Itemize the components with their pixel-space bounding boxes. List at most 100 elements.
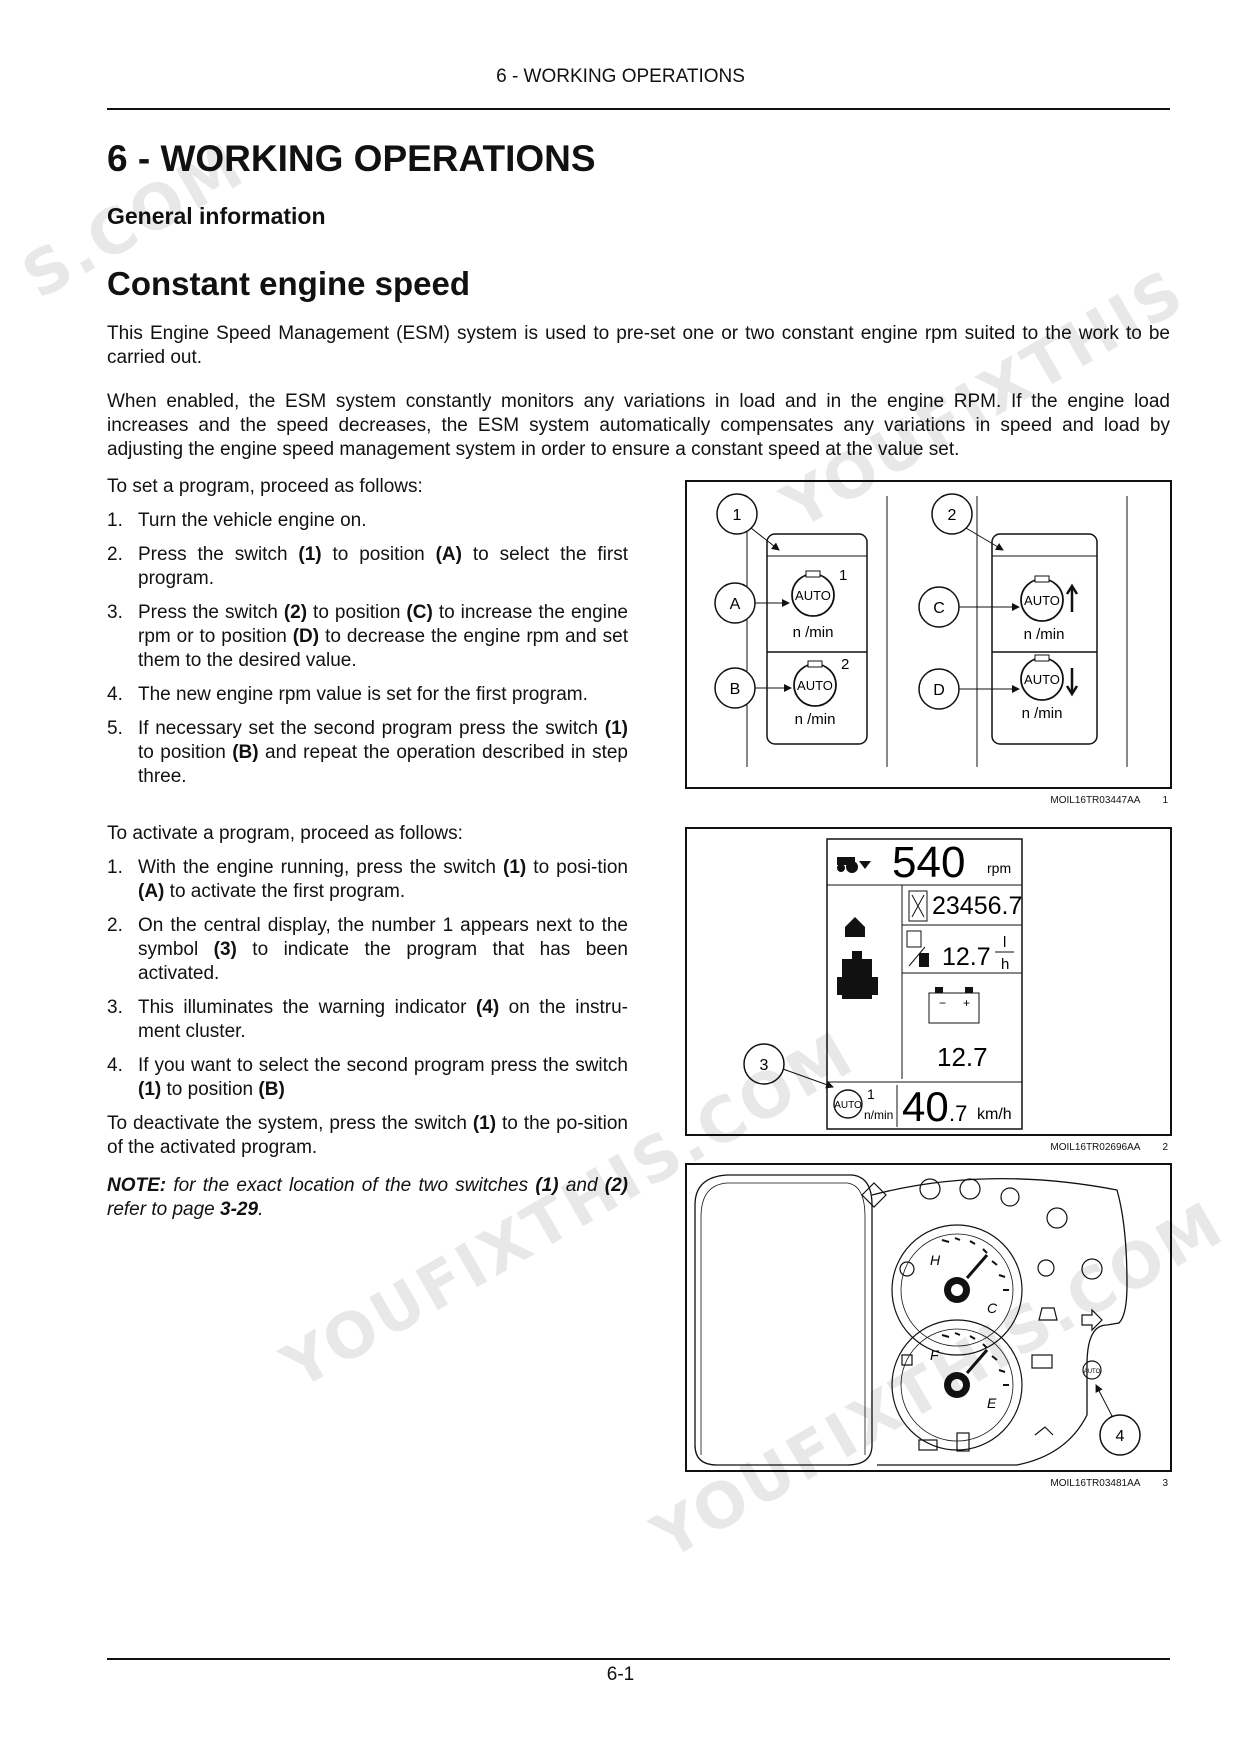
fuel-unit-top: l [1003,934,1006,951]
switch-diagram: AUTO n /min 1 AUTO n /min 2 AUTO n /min … [714,493,1128,767]
list-item-text: If necessary set the second program pres… [138,718,628,787]
svg-text:A: A [730,596,741,613]
list-item: 5. If necessary set the second program pr… [107,717,628,789]
pto-tractor-icon [837,857,871,873]
list-item-number: 1. [107,857,123,878]
svg-text:n /min: n /min [1024,626,1065,643]
list-item-text: The new engine rpm value is set for the … [138,684,588,705]
nmin-label: n /min [793,624,834,641]
fuel-empty-label: E [987,1395,997,1411]
auto-icon-b: AUTO [793,660,837,707]
list-item: 2. On the central display, the number 1 a… [107,914,628,986]
rpm-value: 540 [892,838,965,887]
svg-text:n /min: n /min [795,711,836,728]
svg-text:AUTO: AUTO [1024,593,1060,608]
battery-icon: −+ [928,987,980,1024]
svg-text:1: 1 [733,507,742,524]
temp-hot-label: H [930,1252,941,1268]
set-program-steps: 1. Turn the vehicle engine on. 2. Press the… [107,509,628,789]
battery-volts: 12.7 [937,1042,988,1072]
list-item: 1. Turn the vehicle engine on. [107,509,628,533]
instrument-cluster-diagram: H C F E AUTO 4 [694,1174,1141,1466]
list-item: 4.The new engine rpm value is set for th… [107,683,628,707]
callout-1: 1 [716,493,758,535]
auto-icon-c: AUTO [1020,575,1064,622]
svg-text:AUTO: AUTO [797,678,833,693]
list-item-text: Press the switch (1) to position (A) to … [138,544,629,589]
central-display-diagram: 540 rpm 23456.7 12.7 l h −+ 12.7 AUTO 1 … [743,838,1023,1130]
svg-text:B: B [730,681,741,698]
list-item-number: 3. [107,602,123,623]
speed-decimal: .7 [949,1101,967,1126]
svg-text:+: + [963,996,970,1010]
activate-program-block: To activate a program, proceed as follow… [107,822,628,1232]
callout-a: A [714,582,756,624]
svg-text:C: C [933,600,945,617]
list-item-text: Turn the vehicle engine on. [138,510,367,531]
list-item-text: Press the switch (2) to position (C) to … [138,602,628,671]
set-program-lead: To set a program, proceed as follows: [107,476,423,497]
note-paragraph: NOTE: for the exact location of the two … [107,1175,628,1220]
list-item-number: 2. [107,544,123,565]
esm-auto-indicator: AUTO [1082,1360,1102,1380]
temp-cold-label: C [987,1300,998,1316]
list-item-number: 1. [107,510,123,531]
fuel-icon [901,1354,913,1366]
section-title: General information [107,203,326,229]
program-mark-1: 1 [839,567,847,584]
callout-b: B [714,667,756,709]
svg-text:−: − [939,996,946,1010]
header-rule [107,108,1170,110]
engine-brake-icon [919,1178,941,1200]
list-item-number: 3. [107,997,123,1018]
list-item: 3. Press the switch (2) to position (C) t… [107,601,628,673]
coolant-icon [899,1261,915,1277]
list-item: 4.If you want to select the second progr… [107,1054,628,1102]
parking-brake-icon [959,1178,981,1200]
intro-paragraph-2: When enabled, the ESM system constantly … [107,391,1170,460]
pto-icon [918,1439,938,1451]
auto-label: AUTO [795,588,831,603]
set-program-block: To set a program, proceed as follows: 1.… [107,475,628,799]
arrow-down-icon [1065,668,1079,697]
turn-indicator-icon [1081,1308,1103,1332]
program-number: 1 [867,1086,875,1102]
brake-warning-icon [1046,1207,1068,1229]
fuel-rate-value: 12.7 [942,943,991,971]
fuel-level-icon [956,1432,970,1452]
svg-text:3: 3 [760,1057,769,1074]
figure-3-instrument-cluster: H C F E AUTO 4 [685,1163,1172,1472]
auto-icon-d: AUTO [1020,654,1064,701]
rpm-unit: rpm [987,860,1011,876]
footer-rule [107,1658,1170,1660]
page-number: 6-1 [606,1664,635,1685]
auto-icon-a: AUTO [791,570,835,617]
fuel-full-label: F [930,1347,940,1363]
hours-value: 23456.7 [932,892,1022,920]
svg-text:AUTO: AUTO [1024,672,1060,687]
list-item-number: 4. [107,1055,123,1076]
callout-c: C [918,586,960,628]
vehicle-top-icons [837,917,878,999]
list-item: 1.With the engine running, press the swi… [107,856,628,904]
activate-program-lead: To activate a program, proceed as follow… [107,823,463,844]
svg-text:n /min: n /min [1022,705,1063,722]
svg-text:2: 2 [948,507,957,524]
program-mark-2: 2 [841,656,849,673]
svg-text:AUTO: AUTO [1084,1369,1101,1375]
list-item-text: This illuminates the warning indicator (… [138,997,629,1042]
figure-2-display: 540 rpm 23456.7 12.7 l h −+ 12.7 AUTO 1 … [685,827,1172,1136]
engine-warning-icon [1034,1426,1054,1436]
topic-title: Constant engine speed [107,265,471,302]
callout-3: 3 [743,1043,785,1085]
list-item-number: 2. [107,915,123,936]
svg-text:AUTO: AUTO [834,1100,862,1111]
list-item-text: On the central display, the number 1 app… [138,915,628,984]
callout-4: 4 [1099,1414,1141,1456]
activate-program-steps: 1.With the engine running, press the swi… [107,856,628,1102]
list-item-number: 5. [107,718,123,739]
intro-paragraph-1: This Engine Speed Management (ESM) syste… [107,323,1170,368]
